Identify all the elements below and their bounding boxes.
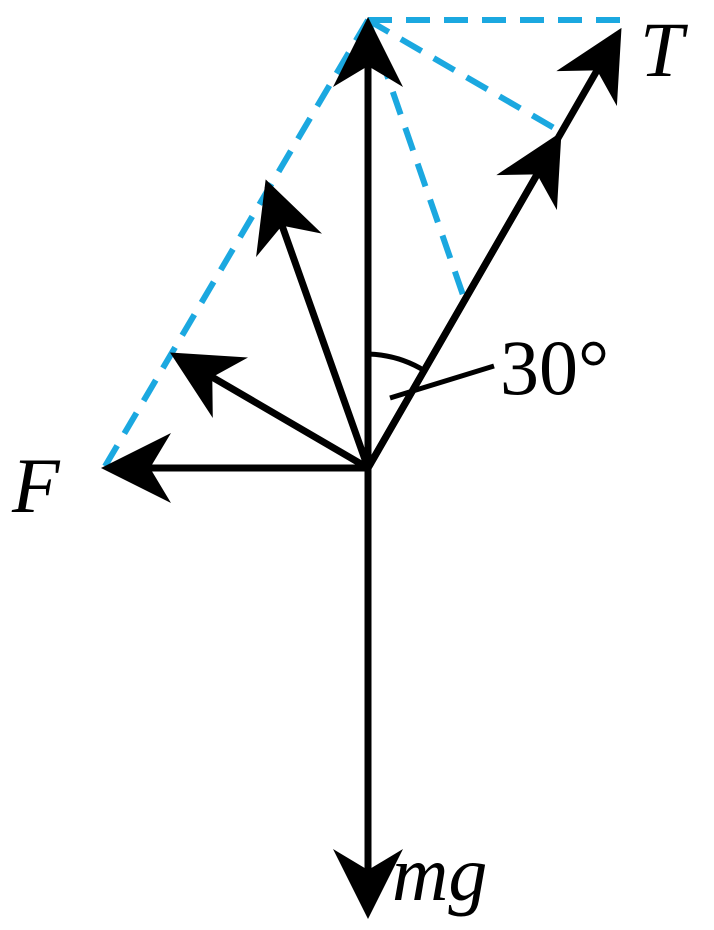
mid-slant-dashed-line <box>365 19 466 296</box>
force-vectors <box>101 17 622 919</box>
left-slant-dashed-line <box>101 18 371 470</box>
lower-left-vector <box>169 352 370 472</box>
right-slant-dashed-line <box>366 17 563 135</box>
angle-leader-line <box>389 363 495 401</box>
angle-marker <box>367 351 495 401</box>
tension-component-arrow <box>364 131 562 470</box>
tension-label: T <box>640 6 688 93</box>
upper-left-vector <box>256 179 372 470</box>
angle-arc <box>367 351 427 374</box>
weight-label: mg <box>392 830 487 917</box>
angle-label: 30° <box>500 324 609 411</box>
applied-force-label: F <box>11 442 61 529</box>
